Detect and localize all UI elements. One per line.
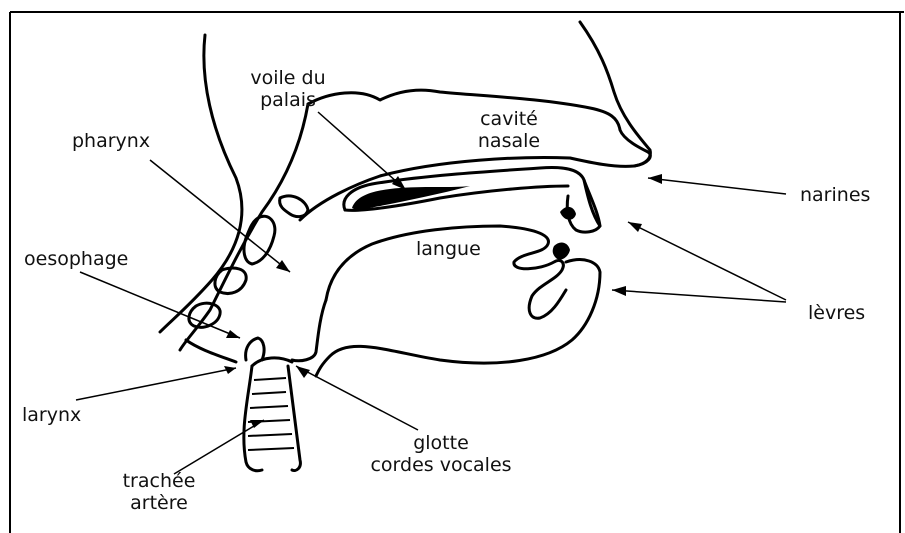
- glottis-top: [252, 358, 292, 366]
- esophagus-line: [186, 340, 236, 362]
- teeth-fill: [553, 243, 570, 260]
- label-pharynx: pharynx: [72, 130, 150, 152]
- label-larynx: larynx: [22, 404, 81, 426]
- vertebra-1: [280, 196, 308, 217]
- label-langue: langue: [416, 238, 481, 260]
- label-trachee-line1: trachée: [104, 470, 214, 492]
- label-trachee-line2: artère: [104, 492, 214, 514]
- pointer-glotte: [296, 366, 418, 430]
- label-cordes-vocales: cordes vocales: [336, 454, 546, 476]
- pointer-larynx: [76, 368, 236, 400]
- soft-palate-fill: [352, 186, 470, 210]
- label-levres: lèvres: [808, 302, 865, 324]
- label-narines: narines: [800, 184, 870, 206]
- pointer-voile: [318, 112, 406, 190]
- label-glotte-cordes: glotte cordes vocales: [336, 432, 546, 476]
- trachea-rings: [248, 378, 294, 450]
- nasal-floor-fill: [560, 207, 576, 220]
- nose-profile: [580, 22, 650, 166]
- label-glotte: glotte: [336, 432, 546, 454]
- label-voile-line1: voile du: [238, 67, 338, 89]
- pointer-narines: [648, 178, 786, 194]
- label-cavite-nasale: cavité nasale: [464, 108, 554, 152]
- label-voile-line2: palais: [238, 89, 338, 111]
- neck-back-outline: [160, 35, 242, 332]
- pharynx-wall: [180, 104, 308, 350]
- label-oesophage: oesophage: [24, 248, 128, 270]
- trachea-back: [244, 366, 262, 471]
- trachea-front: [288, 366, 300, 471]
- label-trachee-artere: trachée artère: [104, 470, 214, 514]
- larynx-front: [246, 338, 264, 360]
- pointer-levres-2: [612, 290, 786, 302]
- label-cavite-line2: nasale: [464, 130, 554, 152]
- pointer-levres-1: [628, 222, 786, 300]
- label-voile-du-palais: voile du palais: [238, 67, 338, 111]
- pointer-trachee: [174, 420, 264, 474]
- label-cavite-line1: cavité: [464, 108, 554, 130]
- epiglottis: [292, 300, 326, 361]
